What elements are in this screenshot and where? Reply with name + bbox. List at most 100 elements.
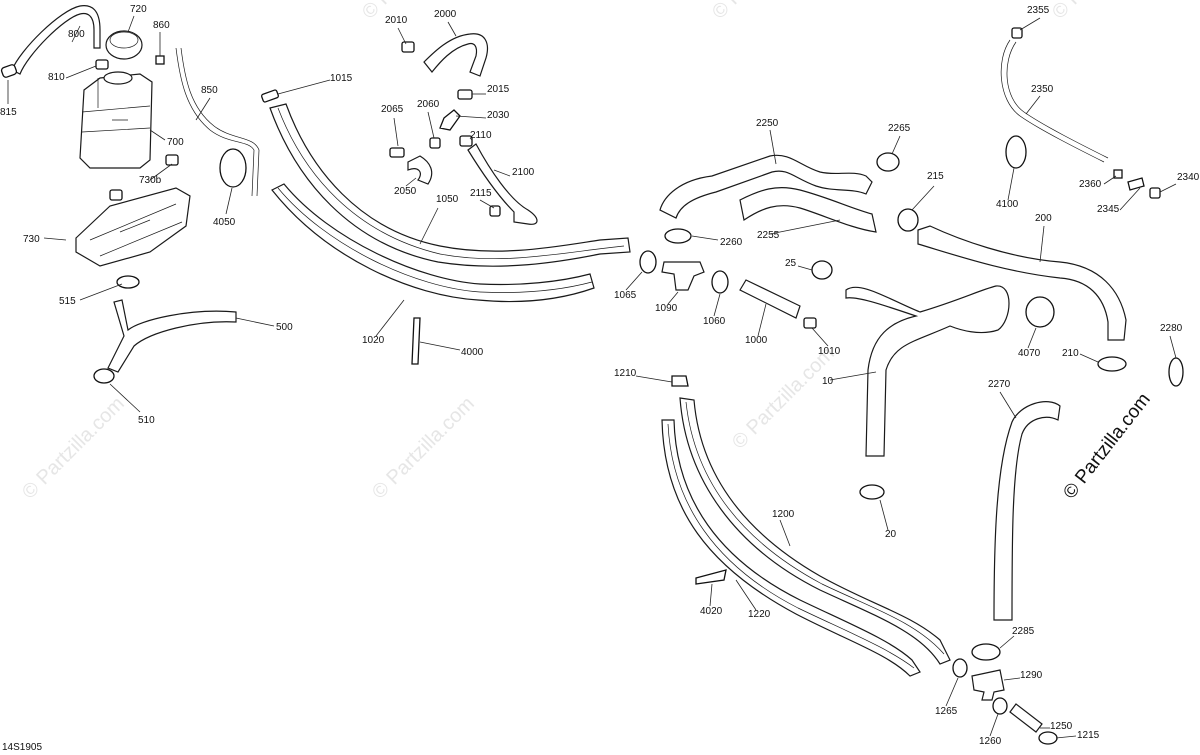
part-label-700: 700: [167, 137, 184, 148]
clamp-2060: [429, 137, 441, 149]
hose-1000: [739, 279, 801, 319]
part-label-1210: 1210: [614, 368, 637, 379]
part-label-1290: 1290: [1020, 670, 1043, 681]
part-label-2280: 2280: [1160, 323, 1183, 334]
clamp-1265: [952, 658, 968, 678]
nut-2340: [1149, 187, 1161, 199]
hose-2100: [467, 143, 538, 225]
watermark: © Partzilla.com: [368, 393, 479, 504]
clamp-2115: [489, 205, 501, 217]
part-label-1060: 1060: [703, 316, 726, 327]
diagram-code: 14S1905: [2, 742, 42, 753]
fitting-2360: [1113, 169, 1123, 179]
cap-720-top: [109, 31, 139, 49]
clamp-2065: [389, 147, 405, 158]
watermark: © Partzilla.com: [1048, 0, 1159, 24]
hose-1200-line: [685, 401, 945, 655]
hose-1220: [661, 419, 921, 677]
part-label-2110: 2110: [470, 130, 492, 141]
part-label-515: 515: [59, 296, 76, 307]
hose-2050: [407, 155, 433, 185]
hose-500: [107, 299, 237, 373]
watermark: © Partzilla.com: [728, 343, 839, 454]
part-label-1220: 1220: [748, 609, 771, 620]
small-hose-group: [389, 33, 538, 225]
part-label-500: 500: [276, 322, 293, 333]
part-label-4070: 4070: [1018, 348, 1041, 359]
part-label-1260: 1260: [979, 736, 1002, 747]
part-label-2350: 2350: [1031, 84, 1054, 95]
hose-1220-line: [667, 423, 915, 669]
part-label-210: 210: [1062, 348, 1079, 359]
hose-1020: [271, 183, 595, 303]
hose-1200: [679, 397, 951, 665]
clamp-1060: [711, 270, 729, 294]
part-label-1010: 1010: [818, 346, 841, 357]
part-label-2050: 2050: [394, 186, 417, 197]
bottom-hose-group: [661, 375, 1058, 745]
copyright-mark: © Partzilla.com: [1059, 389, 1154, 503]
clamp-2285: [971, 643, 1001, 661]
clamp-515: [116, 275, 140, 289]
clamp-25: [811, 260, 833, 280]
clamp-1210: [671, 375, 689, 387]
part-label-510: 510: [138, 415, 155, 426]
hose-10: [845, 285, 1010, 457]
clamp-1065: [639, 250, 657, 274]
part-label-1215: 1215: [1077, 730, 1100, 741]
overflow-hose-group: [1000, 27, 1161, 199]
clip-730b-small: [165, 154, 179, 166]
part-label-1065: 1065: [614, 290, 637, 301]
part-label-10: 10: [822, 376, 834, 387]
part-label-200: 200: [1035, 213, 1052, 224]
part-label-2010: 2010: [385, 15, 408, 26]
part-label-2030: 2030: [487, 110, 510, 121]
hose-1250: [1009, 703, 1043, 733]
part-label-1000: 1000: [745, 335, 768, 346]
part-label-800: 800: [68, 29, 85, 40]
part-label-730b: 730b: [139, 175, 162, 186]
clamp-510: [93, 368, 115, 384]
center-hose-group: [261, 89, 631, 365]
part-label-1015: 1015: [330, 73, 353, 84]
part-label-2355: 2355: [1027, 5, 1050, 16]
part-label-2015: 2015: [487, 84, 510, 95]
part-label-2115: 2115: [470, 188, 492, 199]
clamp-2010: [401, 41, 415, 53]
clamp-2265: [876, 152, 900, 172]
tee-1290: [971, 669, 1005, 701]
hose-1020-line: [277, 187, 593, 293]
clamp-1260: [992, 697, 1008, 715]
part-label-2255: 2255: [757, 230, 780, 241]
part-label-815: 815: [0, 107, 17, 118]
cap-720: [105, 30, 143, 60]
part-label-810: 810: [48, 72, 65, 83]
clip-4020: [695, 569, 727, 585]
part-label-1020: 1020: [362, 335, 385, 346]
hose-2350-b: [1006, 41, 1109, 159]
hose-2255: [739, 187, 877, 233]
reservoir-neck: [103, 71, 133, 85]
part-label-2285: 2285: [1012, 626, 1035, 637]
clamp-4050: [219, 148, 247, 188]
clamp-215: [897, 208, 919, 232]
reservoir-group: [0, 5, 260, 384]
hose-850: [175, 47, 255, 197]
part-label-2250: 2250: [756, 118, 779, 129]
clamp-2015: [457, 89, 473, 100]
fitting-2030: [439, 109, 461, 131]
center-right-group: [639, 152, 1184, 621]
hose-2350: [1000, 39, 1105, 163]
clamp-2260: [664, 228, 692, 244]
part-label-215: 215: [927, 171, 944, 182]
hose-2000: [423, 33, 489, 77]
part-label-2360: 2360: [1079, 179, 1102, 190]
part-labels: 800720860810815850700730b405073051550051…: [0, 4, 1200, 747]
hose-1050-line: [277, 107, 625, 260]
part-label-1050: 1050: [436, 194, 459, 205]
clamp-1010: [803, 317, 817, 329]
part-label-860: 860: [153, 20, 170, 31]
part-label-2270: 2270: [988, 379, 1011, 390]
clamp-2280: [1168, 357, 1184, 387]
hose-850-b: [180, 47, 260, 197]
